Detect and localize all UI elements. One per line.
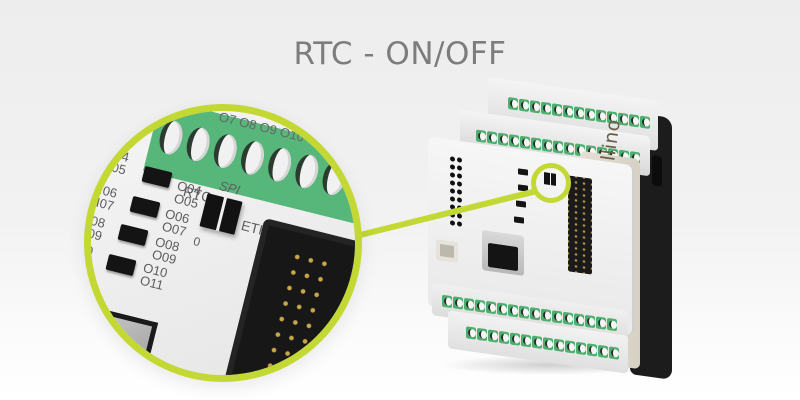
output-labels: O10 O11 bbox=[138, 260, 170, 293]
io-switch bbox=[117, 223, 149, 247]
output-labels: O06 O07 bbox=[160, 206, 192, 240]
io-switch bbox=[129, 195, 161, 219]
rtc-on-off-switch bbox=[199, 193, 243, 235]
page-title: RTC - ON/OFF bbox=[293, 36, 507, 72]
dip-switch bbox=[514, 216, 524, 224]
dip-switch bbox=[518, 168, 528, 176]
spi-label: SPI bbox=[217, 178, 242, 198]
zero-label: 0 bbox=[191, 234, 202, 250]
magnified-callout-circle: O7 O8 O9 O10 O11 I04 I05 O04 O05 I06 I07… bbox=[84, 104, 362, 382]
ethernet-port bbox=[482, 230, 524, 276]
dip-switch bbox=[516, 200, 526, 208]
callout-target-ring bbox=[531, 163, 571, 203]
output-labels: O08 O09 bbox=[150, 234, 182, 268]
status-led-array bbox=[450, 156, 462, 227]
magnified-usb-port bbox=[91, 301, 159, 375]
controllino-plc-device: Controllino bbox=[420, 77, 680, 385]
input-labels: I06 I07 bbox=[94, 182, 119, 214]
io-switch bbox=[105, 253, 137, 277]
input-labels: I10 I11 bbox=[84, 240, 95, 272]
magnified-pin-header bbox=[221, 217, 355, 375]
pin-header-connector bbox=[568, 175, 592, 275]
usb-port bbox=[436, 239, 458, 263]
input-labels: I04 I05 bbox=[106, 146, 131, 178]
input-labels: I08 I09 bbox=[84, 212, 107, 244]
